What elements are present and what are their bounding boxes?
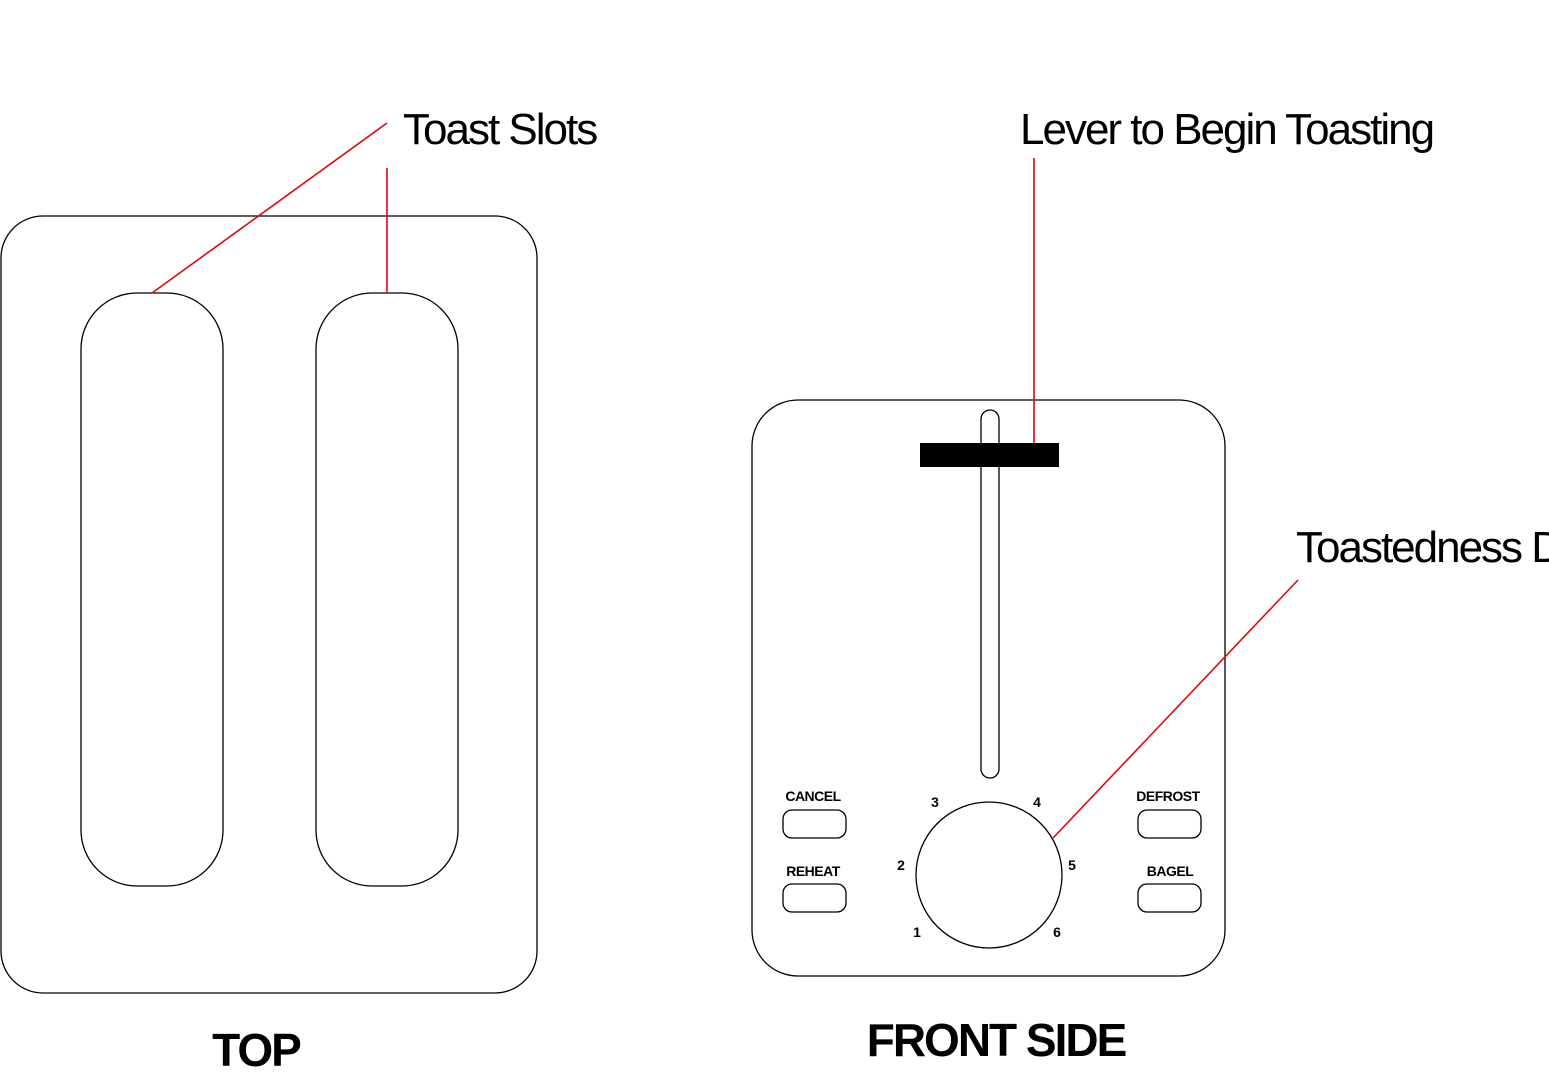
caption-front-side: FRONT SIDE: [867, 1014, 1126, 1066]
toastedness-dial[interactable]: [915, 801, 1063, 949]
dial-number-1: 1: [913, 924, 921, 940]
toast-slot-left: [80, 292, 224, 887]
reheat-button[interactable]: [782, 883, 847, 913]
cancel-button[interactable]: [782, 809, 847, 839]
front-view: CANCEL REHEAT DEFROST BAGEL 1 2 3 4 5 6: [751, 399, 1226, 977]
bagel-button-label: BAGEL: [1147, 863, 1194, 879]
reheat-button-label: REHEAT: [786, 863, 840, 879]
caption-top: TOP: [212, 1024, 301, 1076]
leader-line-dial: [1052, 579, 1299, 839]
top-view: [0, 215, 538, 994]
dial-number-4: 4: [1033, 794, 1041, 810]
leader-lines: [151, 122, 1299, 839]
callout-dial: Toastedness Dial: [1296, 523, 1549, 572]
toast-slot-right: [315, 292, 459, 887]
dial-number-6: 6: [1053, 924, 1061, 940]
dial-number-5: 5: [1068, 857, 1076, 873]
defrost-button[interactable]: [1137, 809, 1202, 839]
bagel-button[interactable]: [1137, 883, 1202, 913]
lever-handle[interactable]: [920, 443, 1059, 467]
lever-track: [980, 409, 1000, 779]
leader-line-slot-left: [151, 122, 388, 294]
callout-toast-slots: Toast Slots: [403, 105, 597, 154]
dial-number-2: 2: [897, 857, 905, 873]
defrost-button-label: DEFROST: [1136, 788, 1200, 804]
cancel-button-label: CANCEL: [785, 788, 841, 804]
callout-lever: Lever to Begin Toasting: [1020, 105, 1433, 154]
dial-number-3: 3: [931, 794, 939, 810]
